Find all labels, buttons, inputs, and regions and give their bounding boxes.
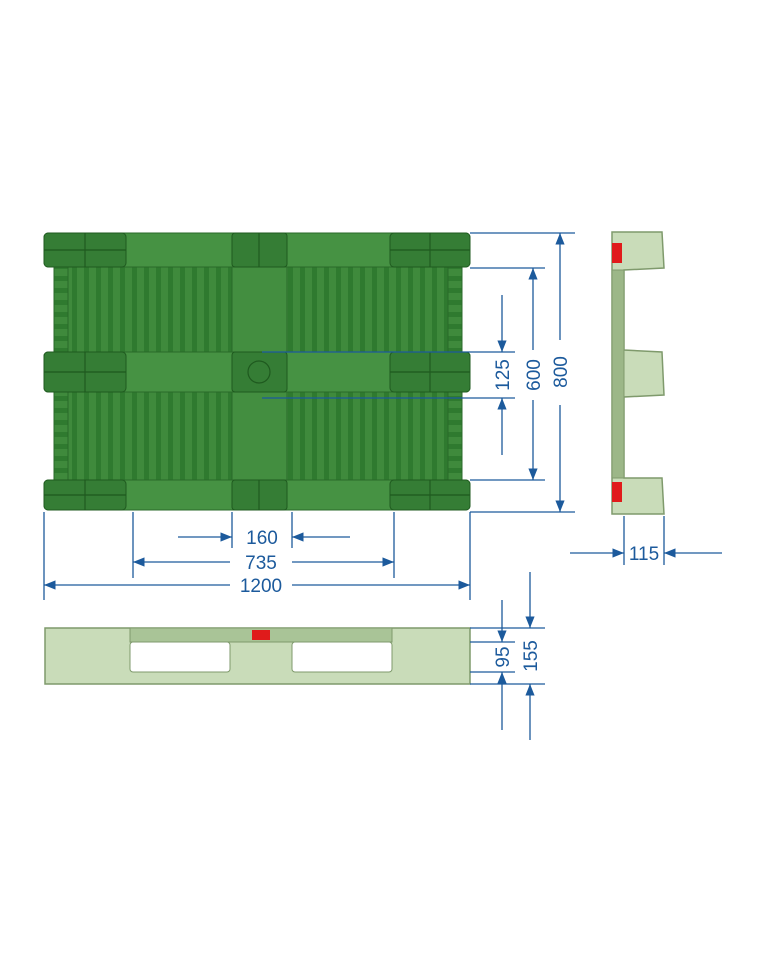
dim-label-160: 160 [246, 528, 278, 549]
side-view-pallet [611, 231, 665, 515]
red-marker-bottom [612, 482, 622, 502]
red-marker-front [252, 630, 270, 640]
dim-label-600: 600 [524, 359, 545, 391]
foot-block-details [44, 233, 470, 510]
dim-label-95: 95 [493, 646, 514, 667]
dimension-labels: 1200 735 160 800 600 125 115 155 95 [240, 356, 659, 672]
top-view-pallet [43, 232, 471, 511]
dim-label-800: 800 [551, 356, 572, 388]
dim-label-125: 125 [493, 359, 514, 391]
front-view-pallet [44, 627, 471, 685]
dim-label-155: 155 [521, 640, 542, 672]
dim-label-115: 115 [629, 544, 659, 565]
dimension-lines [43, 232, 722, 740]
dim-label-735: 735 [245, 553, 277, 574]
dim-label-1200: 1200 [240, 576, 282, 597]
red-marker-top [612, 243, 622, 263]
